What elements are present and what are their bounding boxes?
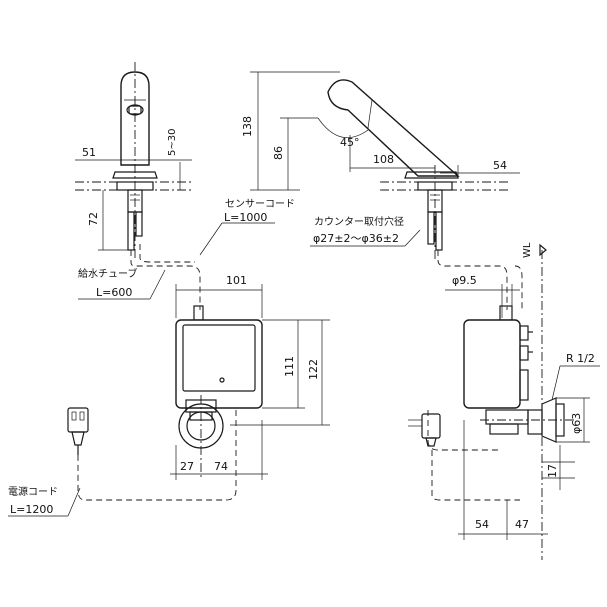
sensor-cord-name: センサーコード xyxy=(225,198,295,210)
dim-111: 111 xyxy=(283,356,296,377)
sensor-cord-length: L=1000 xyxy=(224,211,267,224)
dim-5-30: 5~30 xyxy=(167,129,178,156)
dim-138: 138 xyxy=(241,116,254,137)
dim-17-group: 17 xyxy=(542,445,575,490)
front-control-box: 101 111 122 27 74 xyxy=(170,274,330,480)
counter-hole-label: カウンター取付穴径 φ27±2～φ36±2 xyxy=(310,215,421,247)
thread-label: R 1/2 xyxy=(551,352,600,401)
dim-101: 101 xyxy=(226,274,247,287)
power-cord-name: 電源コード xyxy=(8,485,58,498)
supply-tube-length: L=600 xyxy=(96,286,132,299)
power-cord-label: 電源コード L=1200 xyxy=(8,485,81,517)
power-plug-front xyxy=(67,407,89,455)
wl-marker: WL xyxy=(522,242,547,560)
sensor-cord-label: センサーコード L=1000 xyxy=(199,198,295,256)
dim-bottom-group: 54 47 xyxy=(458,420,548,540)
dim-17: 17 xyxy=(546,464,559,478)
dim-9-5: φ9.5 xyxy=(452,274,477,287)
power-plug-side xyxy=(408,413,441,447)
front-tube-routing xyxy=(77,244,237,501)
dim-27: 27 xyxy=(180,460,194,473)
dim-86: 86 xyxy=(272,146,285,160)
dim-74: 74 xyxy=(214,460,228,473)
dim-63: φ63 xyxy=(570,413,583,434)
power-cord-length: L=1200 xyxy=(10,503,53,516)
dim-51: 51 xyxy=(82,146,96,159)
dim-63-group: φ63 xyxy=(556,397,590,443)
dim-122: 122 xyxy=(307,359,320,380)
side-tube-routing xyxy=(427,250,523,501)
supply-tube-label: 給水チューブ L=600 xyxy=(78,267,166,300)
counter-hole-name: カウンター取付穴径 xyxy=(314,215,404,228)
front-view-faucet: 51 5~30 72 xyxy=(75,62,192,260)
dim-72: 72 xyxy=(87,212,100,226)
side-view-faucet: 45° 138 86 108 54 xyxy=(241,71,520,260)
side-control-box xyxy=(463,305,575,443)
dim-47: 47 xyxy=(515,518,529,531)
supply-tube-name: 給水チューブ xyxy=(78,267,137,280)
dim-54-top: 54 xyxy=(493,159,507,172)
thread-spec: R 1/2 xyxy=(566,352,595,365)
wl-label: WL xyxy=(522,242,533,258)
counter-hole-size: φ27±2～φ36±2 xyxy=(313,232,399,245)
dim-108: 108 xyxy=(373,153,394,166)
dim-9-5-group: φ9.5 xyxy=(445,274,520,318)
dim-54-bottom: 54 xyxy=(475,518,489,531)
